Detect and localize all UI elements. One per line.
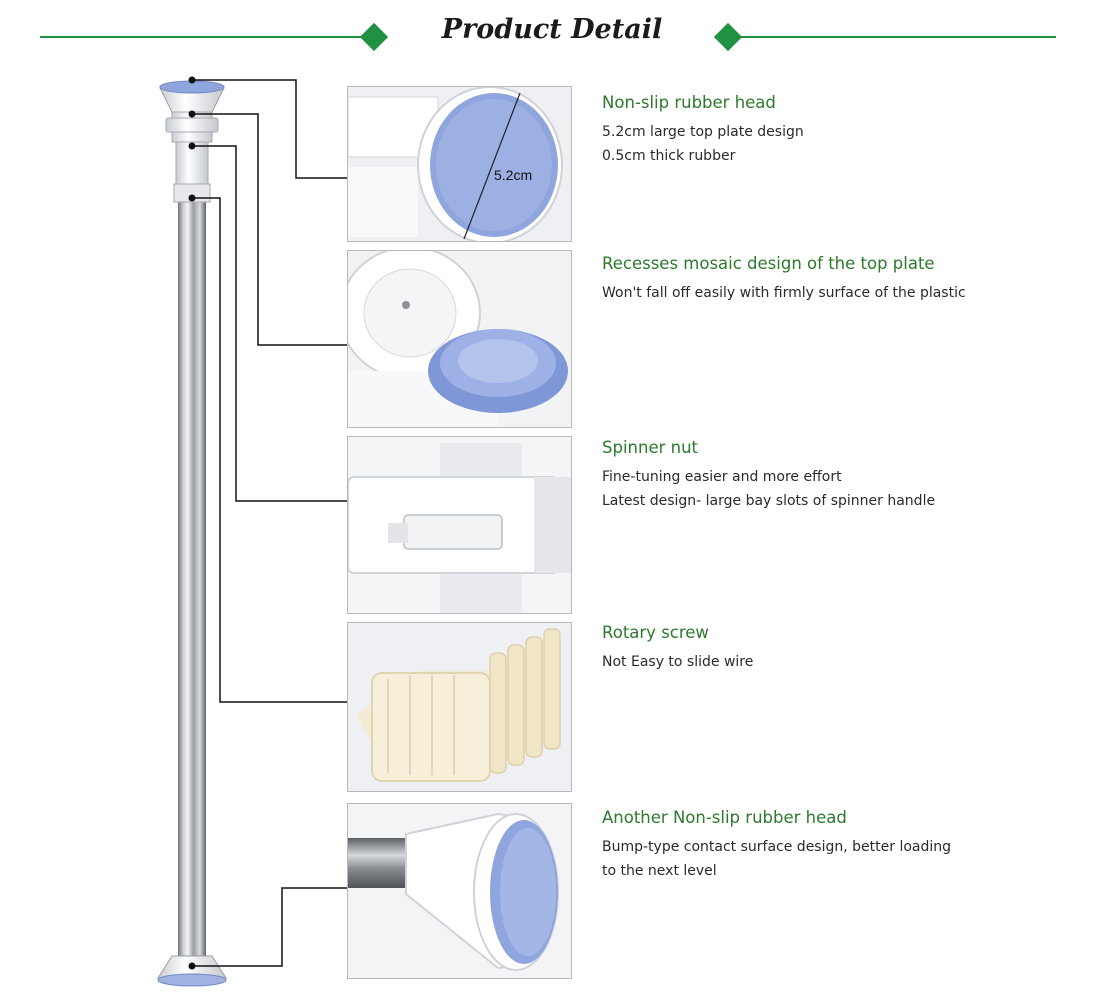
leader-dots [188, 76, 196, 970]
feature-title: Non-slip rubber head [602, 93, 776, 112]
feature-line: Not Easy to slide wire [602, 654, 754, 670]
top-plate-recess-photo [348, 251, 571, 427]
page-title: Product Detail [441, 14, 663, 45]
feature-rotary-screw: Rotary screw Not Easy to slide wire [602, 622, 1092, 674]
photo-rotary-screw [347, 622, 572, 792]
feature-line: 5.2cm large top plate design [602, 124, 804, 140]
feature-title: Another Non-slip rubber head [602, 808, 847, 827]
feature-line: Fine-tuning easier and more effort [602, 469, 842, 485]
feature-rubber-head-top: Non-slip rubber head 5.2cm large top pla… [602, 92, 1092, 168]
feature-rubber-head-bottom: Another Non-slip rubber head Bump-type c… [602, 807, 1092, 883]
rotary-screw-photo [348, 623, 571, 791]
feature-top-plate-recess: Recesses mosaic design of the top plate … [602, 253, 1092, 305]
leader-lines [192, 79, 347, 967]
spinner-handle [165, 117, 219, 133]
photo-spinner-nut [347, 436, 572, 614]
feature-line: Latest design- large bay slots of spinne… [602, 493, 936, 509]
photo-top-plate-recess [347, 250, 572, 428]
photo-rubber-head-top: 5.2cm [347, 86, 572, 242]
feature-title: Spinner nut [602, 438, 699, 457]
feature-title: Recesses mosaic design of the top plate [602, 254, 935, 273]
header-left-rule [40, 36, 362, 38]
dimension-label: 5.2cm [494, 167, 532, 183]
rubber-head-bottom-photo [348, 804, 571, 978]
feature-line: 0.5cm thick rubber [602, 148, 736, 164]
header-right-rule [740, 36, 1056, 38]
feature-line: Bump-type contact surface design, better… [602, 839, 952, 855]
feature-line: Won't fall off easily with firmly surfac… [602, 285, 966, 301]
feature-title: Rotary screw [602, 623, 709, 642]
photo-rubber-head-bottom [347, 803, 572, 979]
feature-line: to the next level [602, 863, 717, 879]
feature-spinner-nut: Spinner nut Fine-tuning easier and more … [602, 437, 1092, 513]
spinner-nut-photo [348, 437, 571, 613]
bottom-rubber-pad [157, 973, 227, 987]
rubber-head-top-photo: 5.2cm [348, 87, 571, 241]
rod-tube [178, 200, 206, 960]
